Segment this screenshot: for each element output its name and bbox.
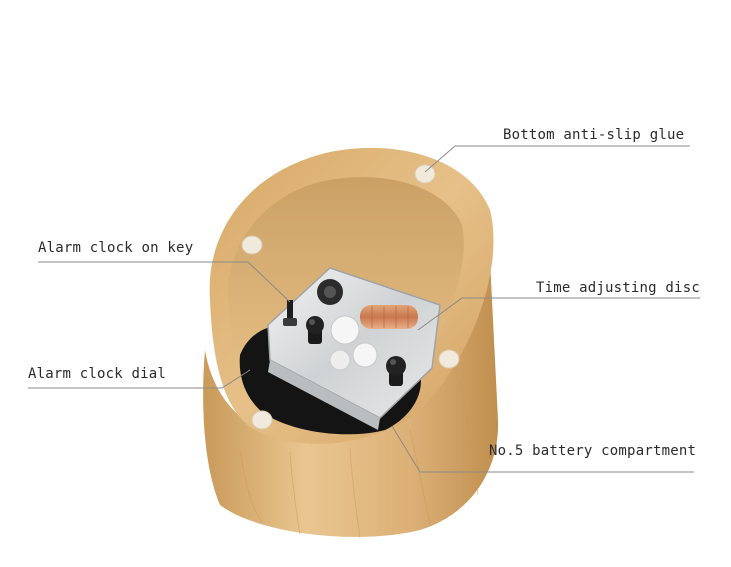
anti-slip-pad — [438, 349, 460, 369]
label-alarm-clock-on-key: Alarm clock on key — [38, 240, 194, 256]
leader-anti-slip — [424, 145, 690, 173]
anti-slip-pads — [241, 164, 460, 430]
alarm-dial-knob — [306, 316, 324, 344]
leader-alarm-dial — [28, 369, 251, 389]
label-battery-compartment: No.5 battery compartment — [489, 443, 697, 459]
anti-slip-pad — [241, 235, 263, 255]
wood-body-side — [203, 260, 499, 537]
label-time-adjusting-disc: Time adjusting disc — [536, 280, 700, 296]
time-adjusting-knob — [386, 356, 406, 386]
alarm-on-key — [283, 300, 297, 326]
label-bottom-anti-slip-glue: Bottom anti-slip glue — [503, 127, 685, 143]
anti-slip-pad — [251, 410, 273, 430]
leader-battery — [391, 425, 694, 473]
leader-alarm-key — [38, 261, 291, 303]
label-alarm-clock-dial: Alarm clock dial — [28, 366, 167, 382]
leader-time-disc — [417, 297, 700, 331]
anti-slip-pad — [414, 164, 436, 184]
wood-grain — [239, 379, 479, 539]
leader-lines — [28, 145, 700, 473]
